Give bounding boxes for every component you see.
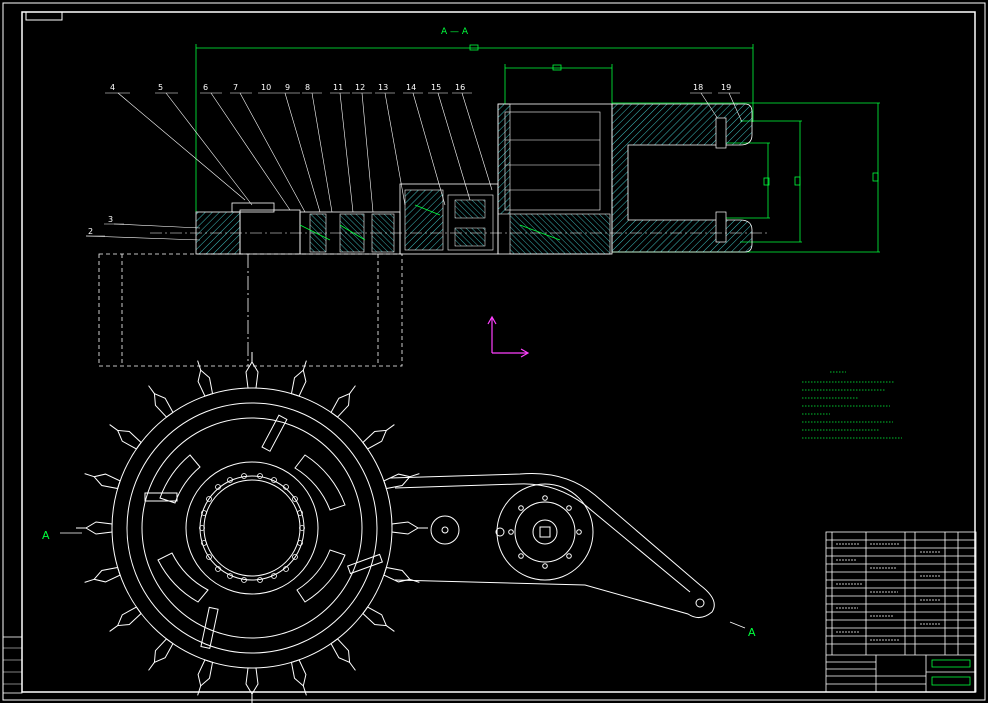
part-number: 16	[455, 83, 465, 92]
part-number: 15	[431, 83, 441, 92]
rocker-arm	[389, 472, 715, 618]
part-number: 12	[355, 83, 365, 92]
phantom-drum	[98, 253, 403, 367]
drum-picks	[76, 352, 428, 703]
frame-corner-tag	[25, 11, 63, 21]
part-number: 5	[158, 83, 163, 92]
part-number: 19	[721, 83, 731, 92]
part-number: 18	[693, 83, 703, 92]
hub-bolt-holes	[199, 473, 305, 583]
part-number: 10	[261, 83, 271, 92]
title-block-entries	[836, 543, 940, 641]
technical-notes-block	[802, 371, 902, 439]
part-number: 11	[333, 83, 343, 92]
section-view-assembly	[150, 103, 770, 255]
section-marker-left: A	[42, 529, 82, 542]
title-block	[825, 531, 977, 693]
ucs-axis-icon	[487, 315, 530, 358]
section-marker-right-label: A	[748, 626, 756, 639]
part-number: 14	[406, 83, 416, 92]
part-leaders	[85, 92, 743, 241]
part-number: 6	[203, 83, 208, 92]
cutting-drum	[111, 387, 393, 669]
frame-left-strip	[2, 636, 23, 694]
section-marker-right: A	[729, 621, 756, 639]
section-marker-left-label: A	[42, 529, 50, 542]
part-number: 7	[233, 83, 238, 92]
part-number: 2	[88, 227, 93, 236]
section-title: A — A	[441, 27, 469, 37]
part-number: 9	[285, 83, 290, 92]
part-number: 13	[378, 83, 388, 92]
part-number: 3	[108, 215, 113, 224]
part-number: 4	[110, 83, 115, 92]
part-number: 8	[305, 83, 310, 92]
